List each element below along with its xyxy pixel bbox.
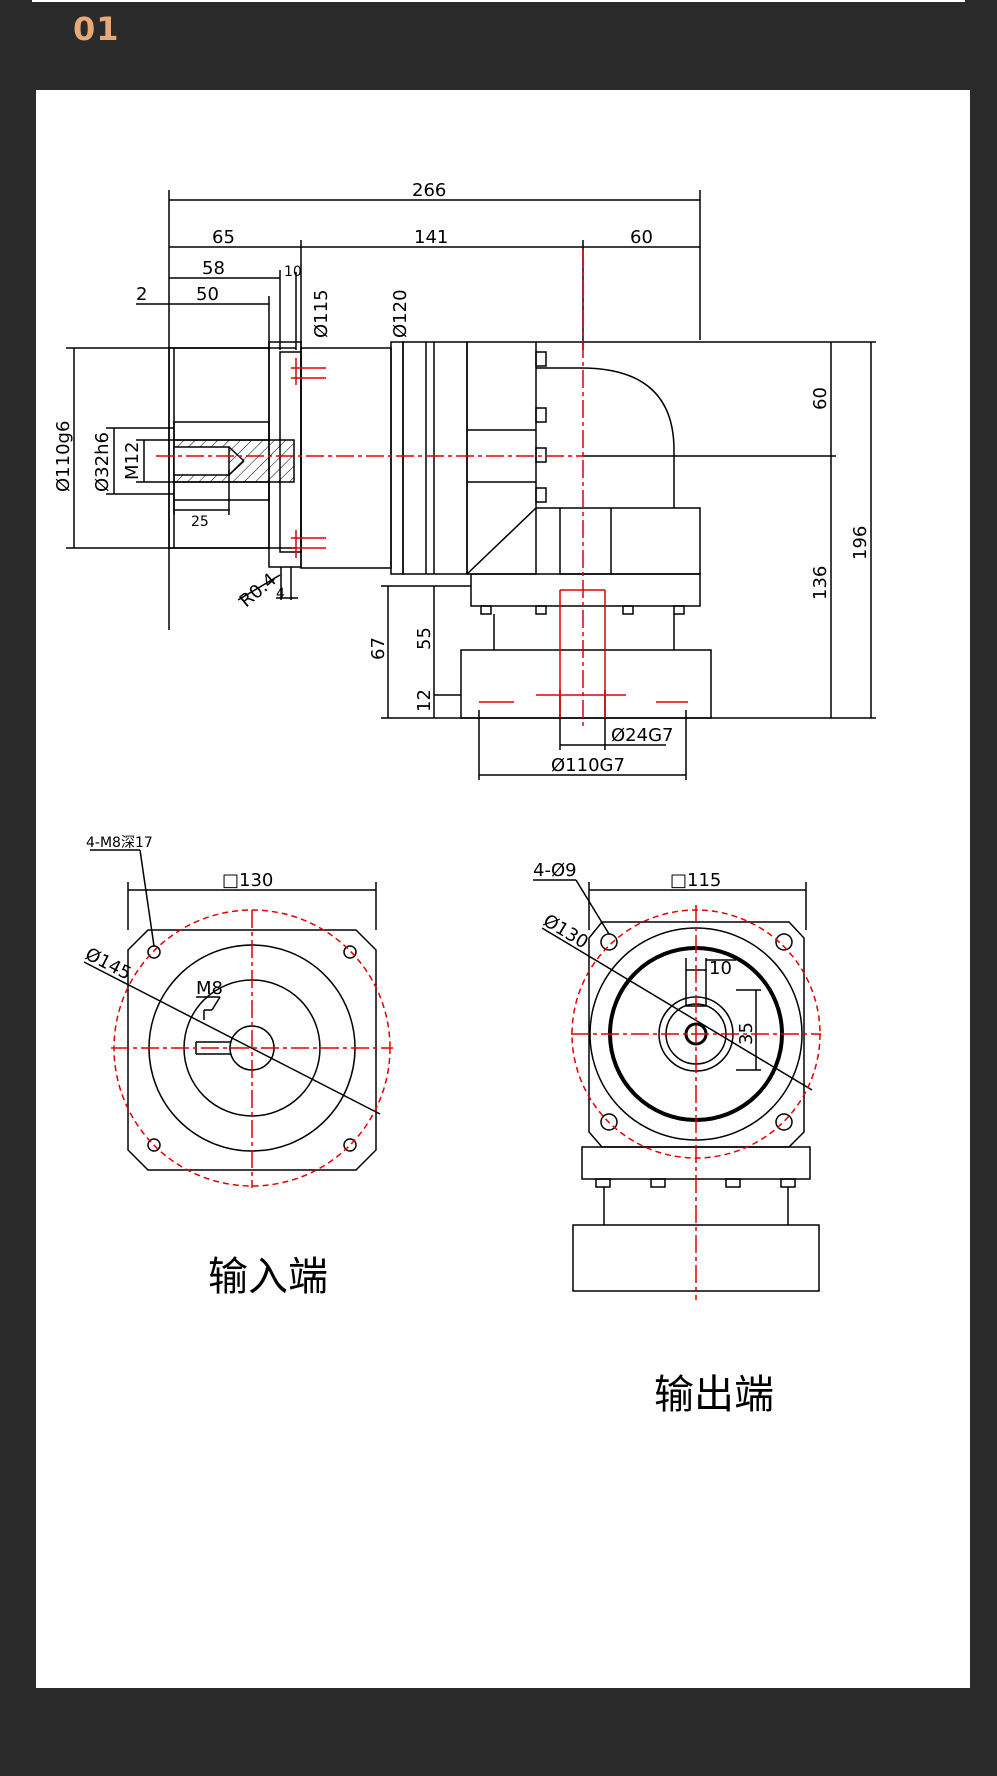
input-centerlines <box>111 909 393 1188</box>
dim-r04: R0.4 <box>236 569 281 612</box>
output-pcd: Ø130 <box>539 910 591 953</box>
side-view <box>66 190 876 780</box>
output-end-caption: 输出端 <box>654 1372 774 1418</box>
dim-2: 2 <box>136 284 147 305</box>
dim-12: 12 <box>414 689 435 712</box>
dim-4: 4 <box>276 586 285 602</box>
input-tap: M8 <box>196 978 223 999</box>
output-bolt-holes: 4-Ø9 <box>533 860 577 881</box>
input-pcd: Ø145 <box>82 944 135 985</box>
section-number: 01 <box>73 10 120 48</box>
dim-60-right: 60 <box>810 387 831 410</box>
output-key-width: 10 <box>709 958 732 979</box>
dim-dia120: Ø120 <box>390 289 411 338</box>
dim-55: 55 <box>414 627 435 650</box>
dim-136: 136 <box>810 566 831 600</box>
dim-141: 141 <box>414 227 448 248</box>
output-centerlines <box>571 905 821 1300</box>
input-square: □130 <box>222 870 273 891</box>
output-key-height: 35 <box>736 1022 757 1045</box>
dim-65: 65 <box>212 227 235 248</box>
dim-58: 58 <box>202 258 225 279</box>
dim-50: 50 <box>196 284 219 305</box>
dim-dia24g7: Ø24G7 <box>611 725 673 746</box>
input-end-caption: 输入端 <box>208 1254 328 1300</box>
dim-25: 25 <box>191 514 209 530</box>
dim-overall: 266 <box>412 180 446 201</box>
dim-dia110g6: Ø110g6 <box>53 421 74 492</box>
dim-10: 10 <box>284 264 302 280</box>
dim-dia110g7: Ø110G7 <box>551 755 625 776</box>
technical-drawing: 266 65 141 60 58 10 2 50 Ø115 Ø120 Ø110g… <box>53 180 876 1418</box>
dim-dia32h6: Ø32h6 <box>92 432 113 492</box>
dim-dia115: Ø115 <box>311 289 332 338</box>
dim-m12: M12 <box>122 442 143 480</box>
dim-196: 196 <box>850 526 871 560</box>
side-centerlines <box>156 250 688 730</box>
drawing-sheet: 266 65 141 60 58 10 2 50 Ø115 Ø120 Ø110g… <box>36 90 970 1688</box>
dim-67: 67 <box>368 637 389 660</box>
dim-60-top: 60 <box>630 227 653 248</box>
output-square: □115 <box>670 870 721 891</box>
input-end-view <box>83 849 381 1171</box>
input-bolt-holes: 4-M8深17 <box>86 835 153 851</box>
top-divider <box>32 0 965 2</box>
